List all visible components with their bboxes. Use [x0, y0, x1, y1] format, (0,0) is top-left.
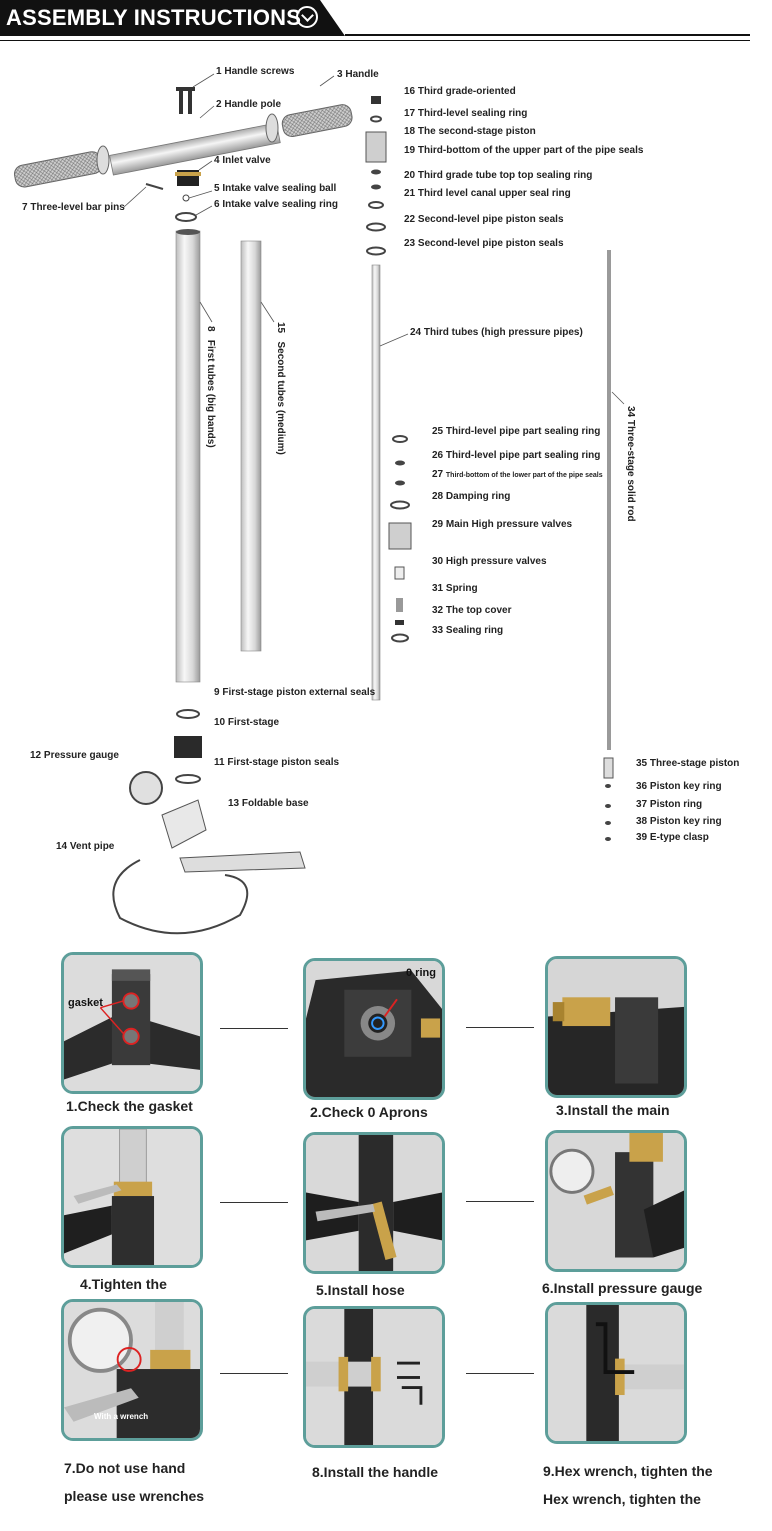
- header: ASSEMBLY INSTRUCTIONS: [0, 0, 772, 44]
- step-9-caption-line2: Hex wrench, tighten the: [543, 1491, 701, 1507]
- step-6-photo: [545, 1130, 687, 1272]
- assembly-steps: gasket 1.Check the gasket 0 ring 2.Check…: [0, 946, 772, 1531]
- solid-rod: [607, 250, 611, 750]
- part-8-label: 8 First tubes (big bands): [205, 326, 216, 448]
- header-banner: [0, 0, 345, 36]
- step-1-photo: gasket: [61, 952, 203, 1094]
- wrench-tag: With a wrench: [94, 1412, 149, 1421]
- part-12-label: 12 Pressure gauge: [30, 750, 119, 761]
- part-3-label: 3 Handle: [337, 69, 379, 80]
- step-9-caption: 9.Hex wrench, tighten the: [543, 1463, 713, 1479]
- step-5-photo: [303, 1132, 445, 1274]
- inlet-valve: [175, 170, 201, 222]
- o-ring-tag: 0 ring: [406, 967, 436, 979]
- second-stage-parts: [365, 96, 387, 256]
- first-stage-parts: [112, 709, 306, 935]
- second-tube: [240, 240, 262, 652]
- part-30-label: 30 High pressure valves: [432, 556, 547, 567]
- step-6-caption: 6.Install pressure gauge: [542, 1280, 703, 1296]
- step-7-caption-line2: please use wrenches: [64, 1488, 205, 1504]
- parts-drawing: [13, 73, 625, 935]
- step-connector: [466, 1373, 534, 1374]
- part-24-label: 24 Third tubes (high pressure pipes): [410, 327, 583, 338]
- exploded-diagram: 1 Handle screws 2 Handle pole 3 Handle 4…: [0, 46, 772, 946]
- step-2-caption: 2.Check 0 Aprons: [310, 1104, 428, 1120]
- part-26-label: 26 Third-level pipe part sealing ring: [432, 450, 601, 461]
- part-35-label: 35 Three-stage piston: [636, 758, 740, 769]
- part-20-label: 20 Third grade tube top top sealing ring: [404, 170, 593, 181]
- handle-pole: [109, 122, 281, 176]
- step-connector: [220, 1202, 288, 1203]
- header-divider-thin: [0, 40, 750, 41]
- three-stage-piston-parts: [603, 757, 614, 841]
- bar-pin: [145, 183, 164, 190]
- part-38-label: 38 Piston key ring: [636, 816, 722, 827]
- part-10-label: 10 First-stage: [214, 717, 280, 728]
- leader-lines: [123, 73, 625, 405]
- step-3-caption: 3.Install the main: [556, 1102, 670, 1118]
- part-36-label: 36 Piston key ring: [636, 781, 722, 792]
- part-13-label: 13 Foldable base: [228, 798, 309, 809]
- step-connector: [220, 1373, 288, 1374]
- part-34-label: 34 Three-stage solid rod: [625, 406, 636, 522]
- part-4-label: 4 Inlet valve: [214, 155, 271, 166]
- step-4-caption: 4.Tighten the: [80, 1276, 167, 1292]
- step-4-photo: [61, 1126, 203, 1268]
- step-7-caption: 7.Do not use hand: [64, 1460, 186, 1476]
- step-8-caption: 8.Install the handle: [312, 1464, 439, 1480]
- part-7-label: 7 Three-level bar pins: [22, 202, 125, 213]
- high-pressure-valve-parts: [388, 435, 412, 643]
- part-25-label: 25 Third-level pipe part sealing ring: [432, 426, 601, 437]
- part-1-label: 1 Handle screws: [216, 66, 295, 77]
- page-title: ASSEMBLY INSTRUCTIONS: [6, 5, 302, 30]
- part-21-label: 21 Third level canal upper seal ring: [404, 188, 571, 199]
- part-9-label: 9 First-stage piston external seals: [214, 687, 376, 698]
- part-2-label: 2 Handle pole: [216, 99, 282, 110]
- header-divider: [345, 34, 750, 36]
- first-tube: [175, 229, 201, 683]
- part-29-label: 29 Main High pressure valves: [432, 519, 573, 530]
- part-37-label: 37 Piston ring: [636, 799, 703, 810]
- part-15-label: 15 Second tubes (medium): [275, 322, 286, 455]
- step-connector: [466, 1201, 534, 1202]
- step-8-photo: [303, 1306, 445, 1448]
- part-17-label: 17 Third-level sealing ring: [404, 108, 528, 119]
- chevron-down-icon: [296, 6, 318, 28]
- handle-screws: [176, 87, 195, 114]
- part-18-label: 18 The second-stage piston: [404, 126, 536, 137]
- part-14-label: 14 Vent pipe: [56, 841, 115, 852]
- part-16-label: 16 Third grade-oriented: [404, 86, 516, 97]
- part-27-label: 27 Third-bottom of the lower part of the…: [432, 469, 603, 480]
- part-19-label: 19 Third-bottom of the upper part of the…: [404, 145, 644, 156]
- part-23-label: 23 Second-level pipe piston seals: [404, 238, 564, 249]
- part-11-label: 11 First-stage piston seals: [214, 757, 340, 768]
- part-31-label: 31 Spring: [432, 583, 478, 594]
- step-9-photo: [545, 1302, 687, 1444]
- step-3-photo: [545, 956, 687, 1098]
- part-22-label: 22 Second-level pipe piston seals: [404, 214, 564, 225]
- part-33-label: 33 Sealing ring: [432, 625, 504, 636]
- step-1-caption: 1.Check the gasket: [66, 1098, 193, 1114]
- step-connector: [220, 1028, 288, 1029]
- part-39-label: 39 E-type clasp: [636, 832, 709, 843]
- third-tube: [371, 264, 381, 701]
- gasket-tag: gasket: [68, 997, 103, 1009]
- part-28-label: 28 Damping ring: [432, 491, 511, 502]
- step-2-photo: 0 ring: [303, 958, 445, 1100]
- step-connector: [466, 1027, 534, 1028]
- handle-grips: [13, 104, 353, 188]
- part-6-label: 6 Intake valve sealing ring: [214, 199, 338, 210]
- part-32-label: 32 The top cover: [432, 605, 512, 616]
- step-5-caption: 5.Install hose: [316, 1282, 405, 1298]
- part-5-label: 5 Intake valve sealing ball: [214, 183, 337, 194]
- step-7-photo: With a wrench: [61, 1299, 203, 1441]
